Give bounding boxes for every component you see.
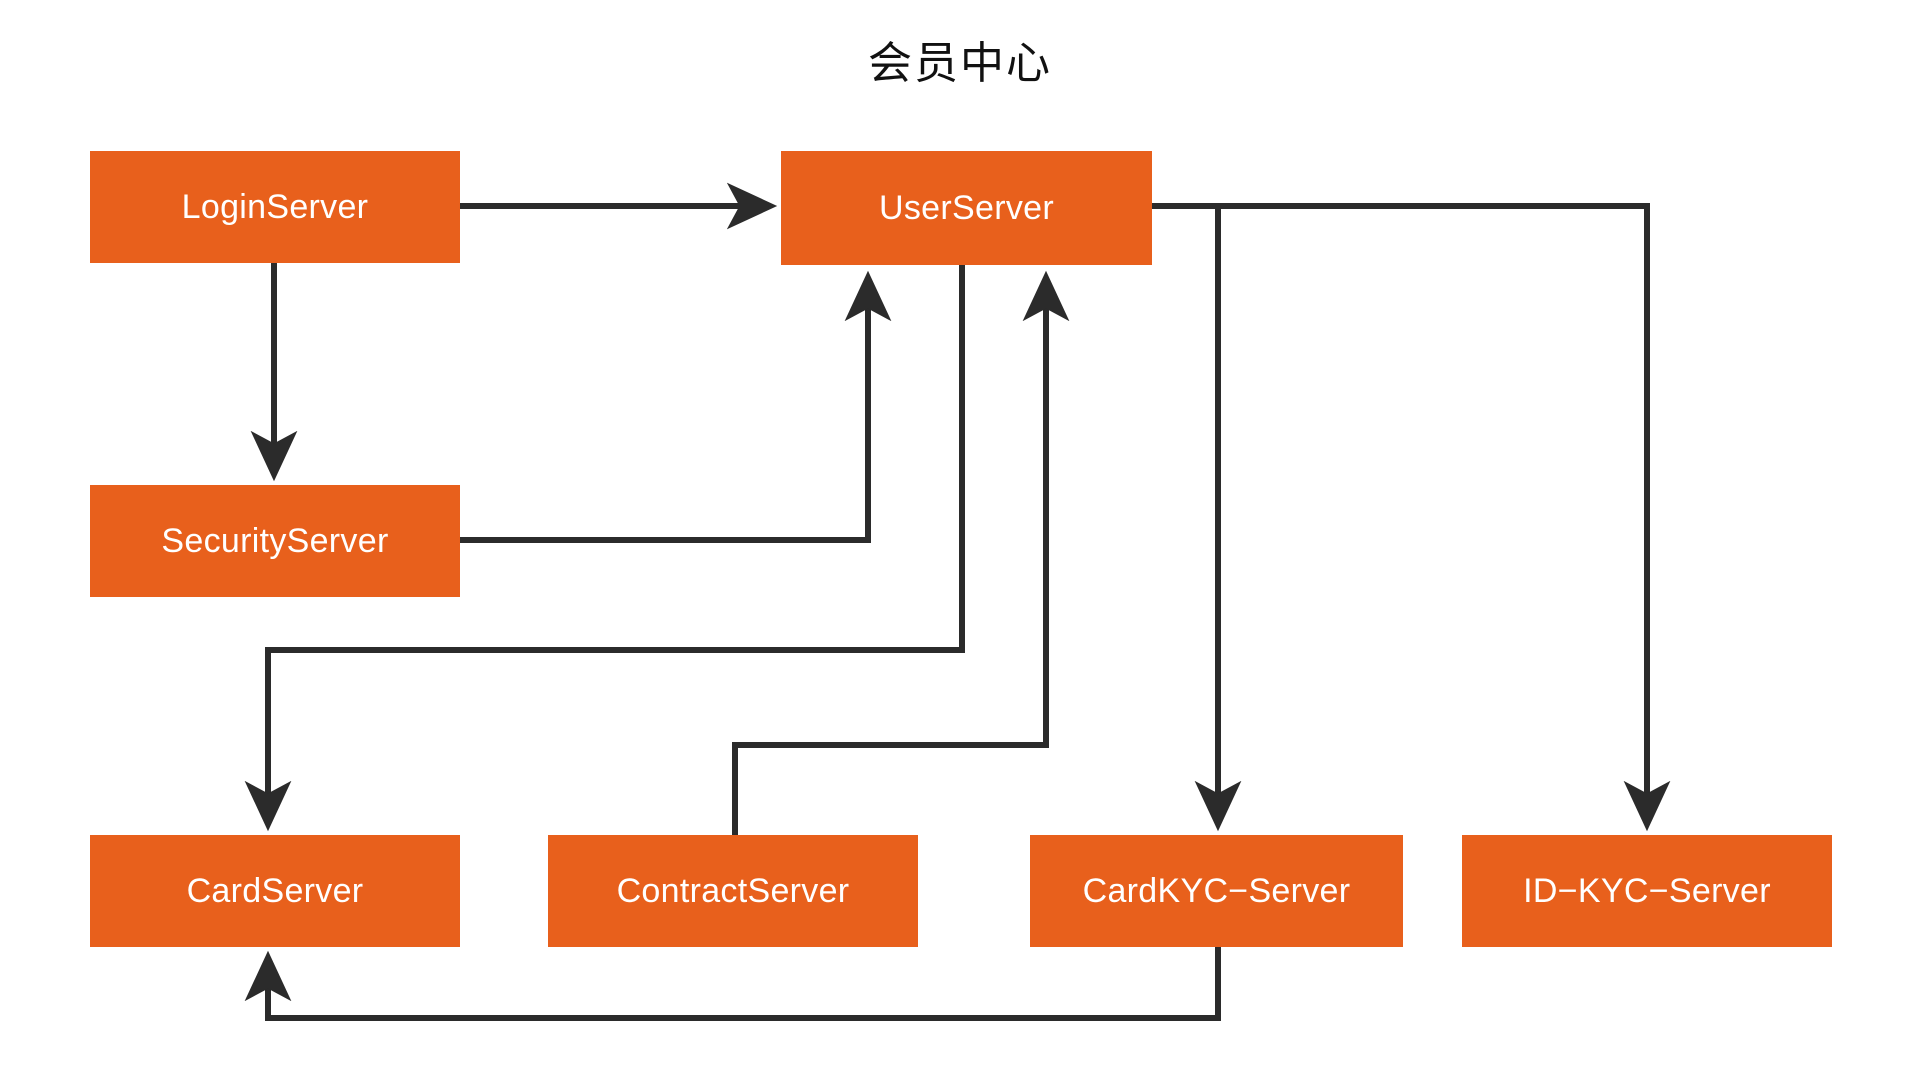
- edge-user-to-idkyc: [1152, 203, 1671, 832]
- node-contract-server[interactable]: ContractServer: [548, 835, 918, 947]
- node-cardkyc-server[interactable]: CardKYC−Server: [1030, 835, 1403, 947]
- node-security-server[interactable]: SecurityServer: [90, 485, 460, 597]
- node-user-server[interactable]: UserServer: [781, 151, 1152, 265]
- node-label: ContractServer: [616, 872, 850, 910]
- node-label: CardKYC−Server: [1082, 872, 1351, 910]
- edge-user-to-card: [244, 265, 965, 832]
- node-label: CardServer: [186, 872, 364, 910]
- edge-security-to-user: [460, 270, 892, 543]
- node-idkyc-server[interactable]: ID−KYC−Server: [1462, 835, 1832, 947]
- node-label: LoginServer: [181, 188, 369, 226]
- node-card-server[interactable]: CardServer: [90, 835, 460, 947]
- node-label: UserServer: [879, 189, 1054, 227]
- node-label: ID−KYC−Server: [1523, 872, 1771, 910]
- node-label: SecurityServer: [161, 522, 389, 560]
- page-title: 会员中心: [868, 39, 1052, 88]
- edge-cardkyc-to-card: [244, 947, 1221, 1021]
- edge-user-to-cardkyc: [1152, 203, 1242, 832]
- node-login-server[interactable]: LoginServer: [90, 151, 460, 263]
- edge-contract-to-user: [732, 270, 1070, 835]
